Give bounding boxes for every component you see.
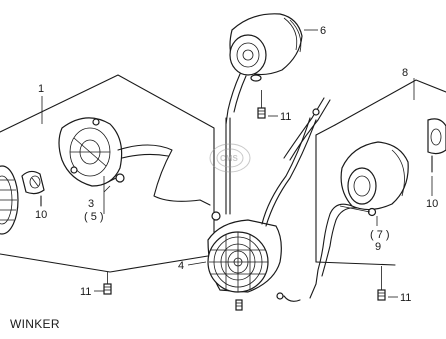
callout-8: 8 [402,67,408,79]
bulb-right [427,118,446,173]
callout-3: 3 [88,198,94,210]
left-assembly-frame [0,74,215,273]
winker-assembly-front [207,117,317,311]
callout-11-top: 11 [280,111,291,123]
bulb-left [21,170,45,207]
svg-text:CMS: CMS [220,154,238,163]
center-cable [283,97,331,161]
callout-5: ( 5 ) [84,211,104,223]
screw-11-top [257,90,266,119]
callout-10-right: 10 [426,198,438,210]
callout-10-left: 10 [35,209,47,221]
leader-lines [41,29,433,298]
callout-9: 9 [375,241,381,253]
callout-7: ( 7 ) [370,229,390,241]
winker-assembly-top [211,13,303,221]
callout-6: 6 [320,25,326,37]
screw-11-bottom-left [103,272,112,295]
callout-1: 1 [38,83,44,95]
socket-housing-left [58,117,211,214]
callout-4: 4 [178,260,184,272]
right-assembly-frame [315,79,446,266]
callout-11-bottom-left: 11 [80,286,91,298]
winker-lens-left [0,165,19,235]
diagram-caption: WINKER [10,317,60,331]
callout-11-bottom-right: 11 [400,292,411,304]
watermark-logo: CMS [209,143,251,173]
screw-11-bottom-right [377,266,386,301]
winker-assembly-right [276,141,409,302]
